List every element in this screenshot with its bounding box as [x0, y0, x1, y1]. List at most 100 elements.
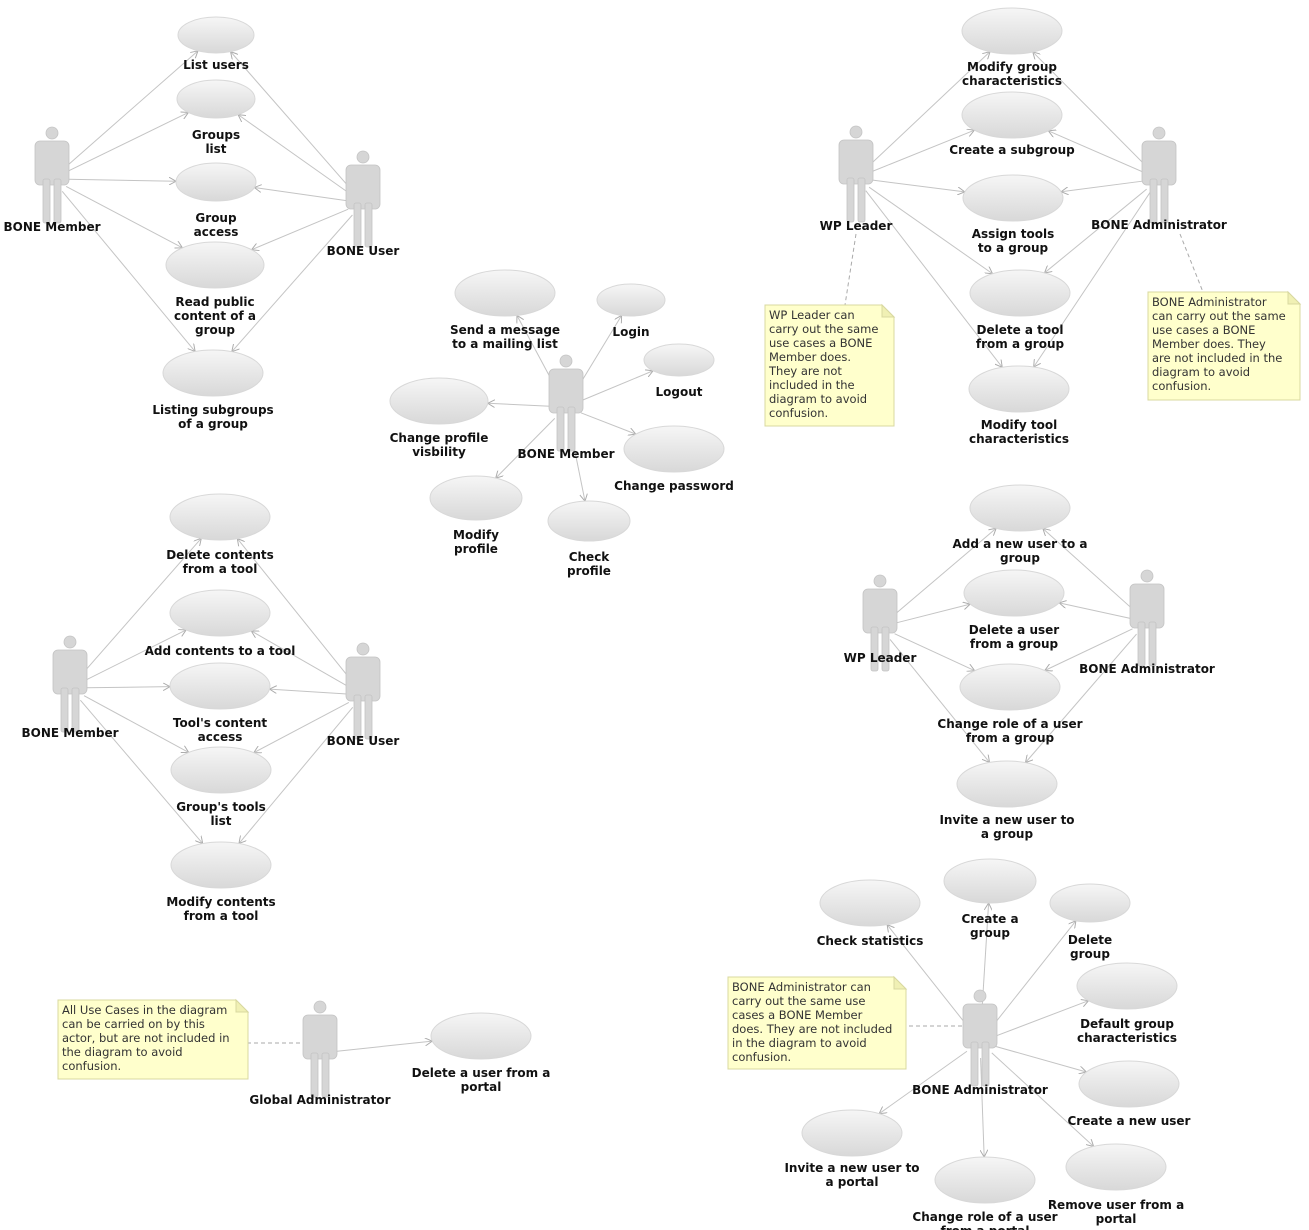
actor-left-leg: [42, 178, 51, 224]
use-case-ellipse: [169, 493, 271, 541]
use-case-label: access: [198, 730, 243, 744]
use-case-label: Remove user from a: [1048, 1198, 1184, 1212]
use-case-ellipse: [176, 79, 256, 119]
actor-torso: [34, 140, 70, 186]
use-case-label: Create a subgroup: [949, 143, 1075, 157]
use-case-label: from a portal: [940, 1224, 1029, 1230]
actor-left-leg: [870, 626, 879, 672]
actor-left-leg: [556, 406, 565, 452]
note-fold: [881, 303, 896, 318]
note-box: [764, 304, 895, 427]
use-case-label: Change password: [614, 479, 734, 493]
use-case-label: Default group: [1080, 1017, 1174, 1031]
actor-right-leg: [857, 177, 866, 223]
note-box: [57, 999, 249, 1080]
association-m1-listing_subgroups: [61, 190, 195, 351]
use-case-label: profile: [454, 542, 498, 556]
association-ad3-change_role_portal: [981, 1057, 985, 1157]
use-case-label: of a group: [178, 417, 248, 431]
use-case-ellipse: [961, 91, 1063, 139]
actor-right-leg: [71, 687, 80, 733]
use-case-ellipse: [169, 662, 271, 710]
association-m2-modify_profile: [496, 418, 556, 478]
note-text: cases a BONE Member: [732, 1008, 863, 1022]
association-wp1-modify_group_char: [867, 52, 990, 168]
use-case-label: Logout: [655, 385, 702, 399]
association-u2-delete_contents: [237, 539, 354, 683]
use-case-ellipse: [1065, 1143, 1167, 1191]
association-wp1-assign_tools: [871, 179, 965, 192]
actor-head-icon: [973, 989, 987, 1003]
use-case-invite-user-portal: Invite a new user toa portal: [784, 1109, 920, 1189]
association-m1-list_users: [63, 51, 198, 169]
note-text: carry out the same: [769, 322, 878, 336]
note-connector: [1179, 233, 1204, 293]
note-text: use cases a BONE: [1152, 323, 1255, 337]
note-text: BONE Administrator: [1152, 295, 1267, 309]
note-text: actor, but are not included in: [62, 1031, 230, 1045]
actor-head-icon: [313, 1000, 327, 1014]
actor-label: WP Leader: [844, 651, 917, 665]
use-case-label: group: [1070, 947, 1110, 961]
actor-right-leg: [881, 626, 890, 672]
use-case-ellipse: [969, 269, 1071, 317]
use-case-list-users: List users: [177, 16, 255, 72]
use-case-label: Send a message: [450, 323, 560, 337]
use-case-label: Delete contents: [166, 548, 274, 562]
association-wp1-modify_tool_char: [865, 190, 1002, 368]
use-case-login: Login: [596, 283, 666, 339]
actor-label: BONE Member: [22, 726, 119, 740]
actor-torso: [862, 588, 898, 634]
use-case-label: characteristics: [1077, 1031, 1177, 1045]
actor-torso: [52, 649, 88, 695]
actor-head-icon: [45, 126, 59, 140]
note-fold: [235, 998, 250, 1013]
association-m3-group_tools_list: [83, 695, 189, 753]
association-u1-group_access: [254, 187, 348, 202]
note-text: can carry out the same: [1152, 309, 1286, 323]
association-ad3-delete_group: [989, 921, 1076, 1030]
association-wp2-add_user_group: [891, 528, 996, 618]
actor-label: Global Administrator: [249, 1093, 390, 1107]
note-text: confusion.: [769, 406, 828, 420]
association-m3-tools_content_access: [85, 687, 170, 688]
association-m3-add_contents: [84, 630, 186, 682]
use-case-invite-user-group: Invite a new user toa group: [939, 760, 1075, 841]
note-text: diagram to avoid: [1152, 365, 1250, 379]
use-case-ellipse: [177, 16, 255, 54]
actor-torso: [548, 368, 584, 414]
association-m3-delete_contents: [80, 538, 202, 677]
use-case-label: Check: [569, 550, 611, 564]
association-m1-read_public: [65, 186, 182, 247]
association-wp1-create_subgroup: [870, 130, 975, 173]
use-case-label: from a tool: [183, 562, 258, 576]
use-case-ellipse: [968, 365, 1070, 413]
use-case-label: characteristics: [962, 74, 1062, 88]
actor-right-leg: [321, 1052, 330, 1098]
association-u1-read_public: [252, 208, 349, 250]
use-case-label: Modify contents: [166, 895, 275, 909]
actor-right-leg: [364, 202, 373, 248]
note-text: the diagram to avoid: [62, 1045, 183, 1059]
note-text: confusion.: [62, 1059, 121, 1073]
use-case-ellipse: [963, 569, 1065, 617]
use-case-ellipse: [956, 760, 1058, 808]
use-case-label: access: [194, 225, 239, 239]
actor-head-icon: [849, 125, 863, 139]
association-ad3-check_statistics: [887, 925, 971, 1030]
note-text: does. They are not included: [732, 1022, 892, 1036]
use-case-label: a group: [981, 827, 1034, 841]
note-text: diagram to avoid: [769, 392, 867, 406]
actor-torso: [345, 656, 381, 702]
actor-bone-user: BONE User: [327, 150, 399, 258]
